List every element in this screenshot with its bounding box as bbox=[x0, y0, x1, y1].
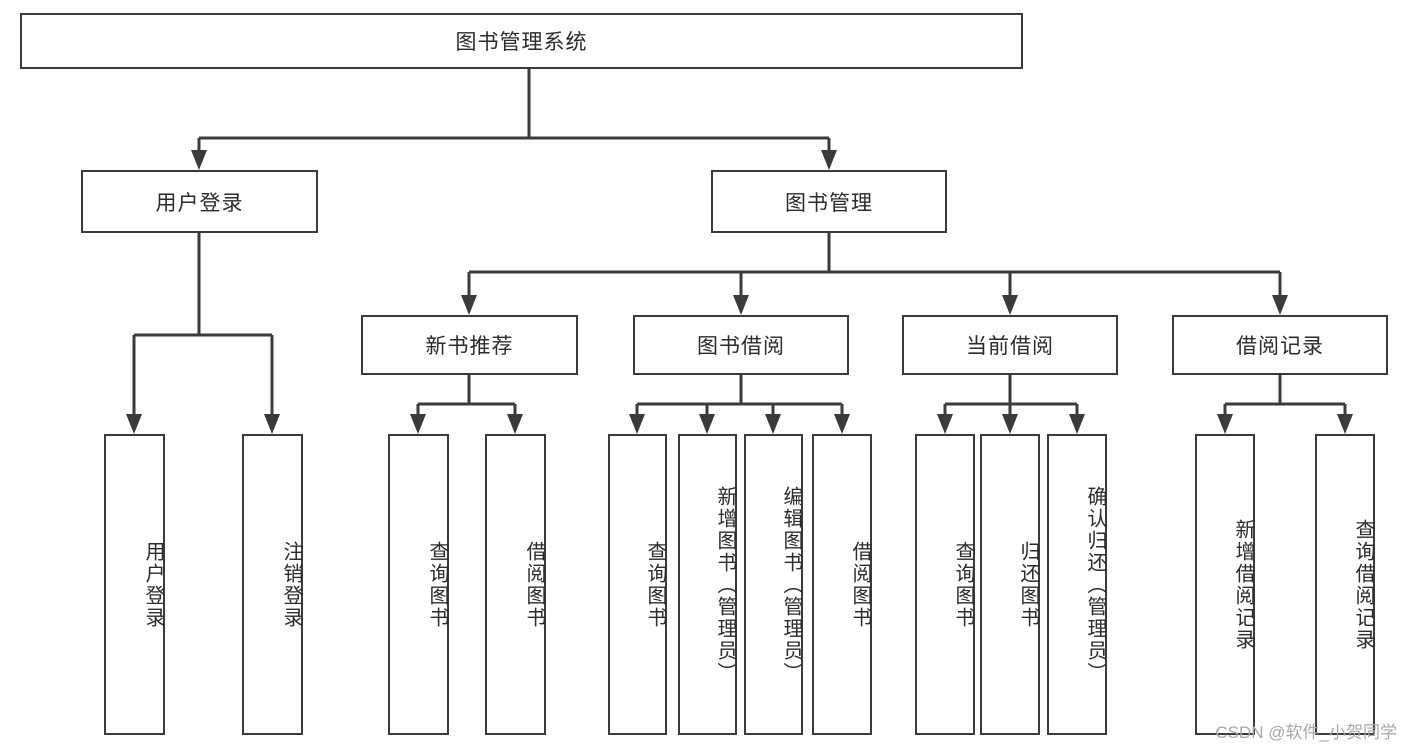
leaf-node-label: 查询图书 bbox=[644, 540, 666, 629]
node-new-book-recommend[interactable]: 新书推荐 bbox=[361, 315, 578, 375]
leaf-node-label: 新增借阅记录 bbox=[1232, 518, 1254, 651]
leaf-node-label: 查询借阅记录 bbox=[1352, 518, 1374, 651]
leaf-node-label: 查询图书 bbox=[952, 540, 974, 629]
leaf-node-label: 确认归还（管理员） bbox=[1084, 485, 1106, 684]
leaf-node-query-book-1[interactable]: 查询图书 bbox=[388, 434, 449, 735]
leaf-node-query-record[interactable]: 查询借阅记录 bbox=[1315, 434, 1375, 735]
leaf-node-add-book[interactable]: 新增图书（管理员） bbox=[678, 434, 737, 735]
node-current-borrow[interactable]: 当前借阅 bbox=[902, 315, 1118, 375]
node-user-login-label: 用户登录 bbox=[155, 191, 244, 215]
node-borrow-record[interactable]: 借阅记录 bbox=[1172, 315, 1388, 375]
leaf-node-logout[interactable]: 注销登录 bbox=[242, 434, 303, 735]
node-book-borrow-label: 图书借阅 bbox=[697, 335, 785, 358]
node-new-book-recommend-label: 新书推荐 bbox=[425, 335, 514, 358]
leaf-node-label: 归还图书 bbox=[1017, 540, 1039, 629]
node-book-borrow[interactable]: 图书借阅 bbox=[633, 315, 849, 375]
leaf-node-query-book-3[interactable]: 查询图书 bbox=[915, 434, 975, 735]
node-current-borrow-label: 当前借阅 bbox=[966, 335, 1054, 358]
leaf-node-query-book-2[interactable]: 查询图书 bbox=[608, 434, 667, 735]
leaf-node-borrow-book-1[interactable]: 借阅图书 bbox=[485, 434, 546, 735]
leaf-node-label: 查询图书 bbox=[426, 540, 448, 629]
leaf-node-label: 借阅图书 bbox=[523, 540, 545, 629]
leaf-node-label: 借阅图书 bbox=[849, 540, 871, 629]
leaf-node-label: 新增图书（管理员） bbox=[714, 485, 736, 684]
leaf-node-confirm-return[interactable]: 确认归还（管理员） bbox=[1047, 434, 1107, 735]
leaf-node-edit-book[interactable]: 编辑图书（管理员） bbox=[744, 434, 803, 735]
node-root[interactable]: 图书管理系统 bbox=[20, 13, 1023, 69]
leaf-node-label: 用户登录 bbox=[142, 540, 164, 629]
leaf-node-return-book[interactable]: 归还图书 bbox=[980, 434, 1040, 735]
node-user-login[interactable]: 用户登录 bbox=[81, 170, 318, 233]
node-book-manage-label: 图书管理 bbox=[785, 191, 873, 215]
node-borrow-record-label: 借阅记录 bbox=[1236, 335, 1324, 358]
node-root-label: 图书管理系统 bbox=[455, 31, 588, 54]
leaf-node-label: 编辑图书（管理员） bbox=[780, 485, 802, 684]
leaf-node-user-login[interactable]: 用户登录 bbox=[104, 434, 165, 735]
node-book-manage[interactable]: 图书管理 bbox=[711, 170, 947, 233]
leaf-node-label: 注销登录 bbox=[280, 540, 302, 629]
leaf-node-add-record[interactable]: 新增借阅记录 bbox=[1195, 434, 1255, 735]
leaf-node-borrow-book-2[interactable]: 借阅图书 bbox=[812, 434, 872, 735]
